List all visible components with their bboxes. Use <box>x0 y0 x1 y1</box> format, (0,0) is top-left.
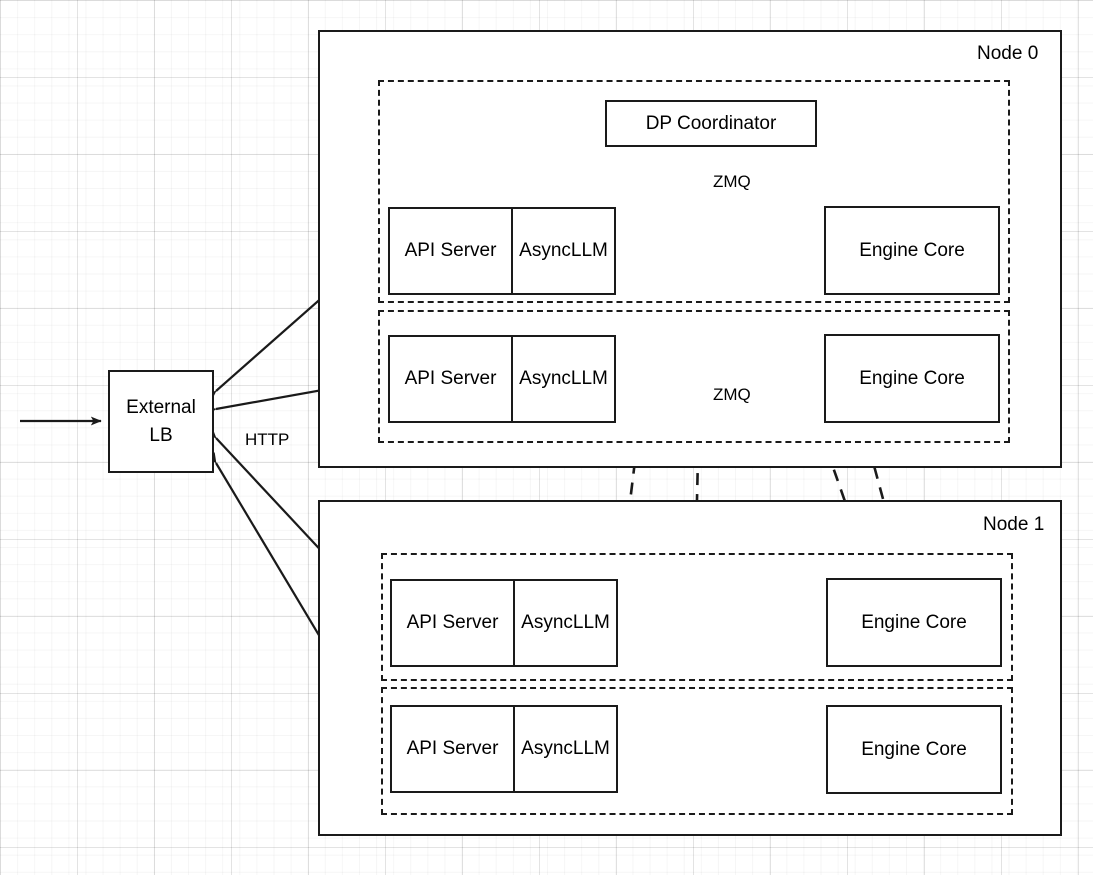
node-0-rank-0-api-server-box[interactable]: API Server AsyncLLM <box>388 207 616 295</box>
node-0-rank-0-engine-core-label: Engine Core <box>859 239 965 261</box>
node-0-rank-0-engine-core-box[interactable]: Engine Core <box>824 206 1000 295</box>
dp-coordinator-label: DP Coordinator <box>645 112 777 134</box>
node-1-rank-1-engine-core-box[interactable]: Engine Core <box>826 705 1002 794</box>
node-0-rank-0-api-server-label: API Server <box>390 209 513 293</box>
node-0-rank-1-api-server-label: API Server <box>390 337 513 421</box>
node-1-rank-1-api-server-label: API Server <box>392 707 515 791</box>
node-1-label: Node 1 <box>983 514 1045 535</box>
http-edge-label: HTTP <box>245 430 290 449</box>
node-0-rank-1-asyncllm-label: AsyncLLM <box>519 368 608 389</box>
node-1-rank-1-group <box>381 687 1013 815</box>
node-1-rank-1-asyncllm-label: AsyncLLM <box>521 738 610 759</box>
node-0-label: Node 0 <box>977 43 1039 64</box>
node-1-rank-0-engine-core-label: Engine Core <box>861 611 967 633</box>
node-1-rank-0-engine-core-box[interactable]: Engine Core <box>826 578 1002 667</box>
node-1-rank-1-api-server-box[interactable]: API Server AsyncLLM <box>390 705 618 793</box>
node-0-rank-0-asyncllm-label: AsyncLLM <box>519 240 608 261</box>
zmq-label-top: ZMQ <box>713 172 751 191</box>
dp-coordinator-box[interactable]: DP Coordinator <box>605 100 817 147</box>
node-1-rank-1-engine-core-label: Engine Core <box>861 738 967 760</box>
external-lb-label-line1: External <box>126 396 196 418</box>
node-0-rank-1-engine-core-box[interactable]: Engine Core <box>824 334 1000 423</box>
external-lb-box[interactable]: External LB <box>108 370 214 473</box>
node-1-rank-0-group <box>381 553 1013 681</box>
zmq-label-bottom: ZMQ <box>713 385 751 404</box>
external-lb-label-line2: LB <box>149 424 173 446</box>
node-0-rank-1-group <box>378 310 1010 443</box>
node-0-rank-1-api-server-box[interactable]: API Server AsyncLLM <box>388 335 616 423</box>
node-1-rank-0-asyncllm-label: AsyncLLM <box>521 612 610 633</box>
node-0-rank-1-engine-core-label: Engine Core <box>859 367 965 389</box>
node-1-rank-0-api-server-box[interactable]: API Server AsyncLLM <box>390 579 618 667</box>
node-1-rank-0-api-server-label: API Server <box>392 581 515 665</box>
node-0-rank-0-group <box>378 80 1010 303</box>
